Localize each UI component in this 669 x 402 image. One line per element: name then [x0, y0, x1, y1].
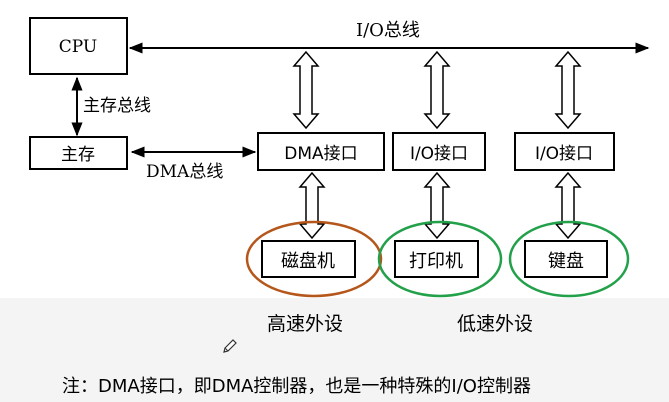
- dma-interface-box: [257, 132, 385, 171]
- high-speed-label: 高速外设: [267, 313, 343, 335]
- disk-box: [261, 240, 356, 278]
- printer-ellipse: [377, 220, 503, 298]
- dma-bus-label: DMA总线: [146, 162, 223, 182]
- io-interface-1-box: [392, 132, 486, 171]
- io-bus-label: I/O总线: [356, 20, 420, 41]
- bus-dma-arrow: [292, 50, 320, 130]
- main-bus-label: 主存总线: [83, 96, 151, 116]
- io-interface-2-label: I/O接口: [535, 144, 593, 164]
- bus-io2-arrow: [554, 50, 582, 130]
- io-interface-1-label: I/O接口: [410, 144, 468, 164]
- bus-io1-arrow: [423, 50, 451, 130]
- cpu-box: [29, 17, 128, 75]
- high-speed-ellipse: [245, 220, 383, 298]
- pencil-icon: [223, 339, 237, 353]
- io1-printer-arrow: [423, 171, 451, 240]
- keyboard-ellipse: [508, 220, 630, 298]
- keyboard-box: [524, 240, 608, 278]
- main-memory-box: [29, 136, 128, 170]
- dma-disk-arrow: [298, 171, 326, 240]
- keyboard-label: 键盘: [548, 251, 584, 272]
- disk-label: 磁盘机: [281, 251, 335, 272]
- main-memory-label: 主存: [61, 145, 95, 165]
- printer-label: 打印机: [409, 251, 463, 272]
- cpu-label: CPU: [59, 37, 97, 57]
- io2-keyboard-arrow: [554, 171, 582, 240]
- io-interface-2-box: [514, 132, 615, 171]
- low-speed-label: 低速外设: [457, 313, 533, 335]
- footnote: 注：DMA接口，即DMA控制器，也是一种特殊的I/O控制器: [62, 376, 531, 397]
- dma-interface-label: DMA接口: [284, 144, 357, 164]
- printer-box: [394, 240, 479, 278]
